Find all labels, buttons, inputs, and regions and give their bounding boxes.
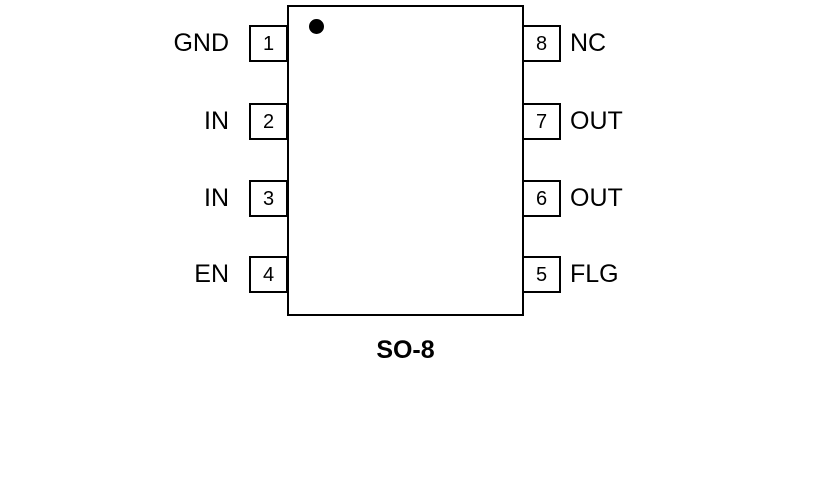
pin-number-1: 1 — [249, 25, 288, 62]
pin-label-en: EN — [194, 260, 229, 288]
pin-label-flg: FLG — [570, 260, 619, 288]
package-name-label: SO-8 — [376, 336, 435, 364]
pin-number-3: 3 — [249, 180, 288, 217]
pin-number-2: 2 — [249, 103, 288, 140]
pin-number-4: 4 — [249, 256, 288, 293]
pin-label-out-6: OUT — [570, 184, 623, 212]
pin-label-out-7: OUT — [570, 107, 623, 135]
pin1-indicator-dot — [309, 19, 324, 34]
pin-number-5: 5 — [522, 256, 561, 293]
pin-number-6: 6 — [522, 180, 561, 217]
pin-label-nc: NC — [570, 29, 607, 57]
pin-number-8: 8 — [522, 25, 561, 62]
ic-package-body — [287, 5, 524, 316]
pin-label-gnd: GND — [173, 29, 229, 57]
pin-label-in-3: IN — [204, 184, 229, 212]
pin-label-in-2: IN — [204, 107, 229, 135]
pin-number-7: 7 — [522, 103, 561, 140]
